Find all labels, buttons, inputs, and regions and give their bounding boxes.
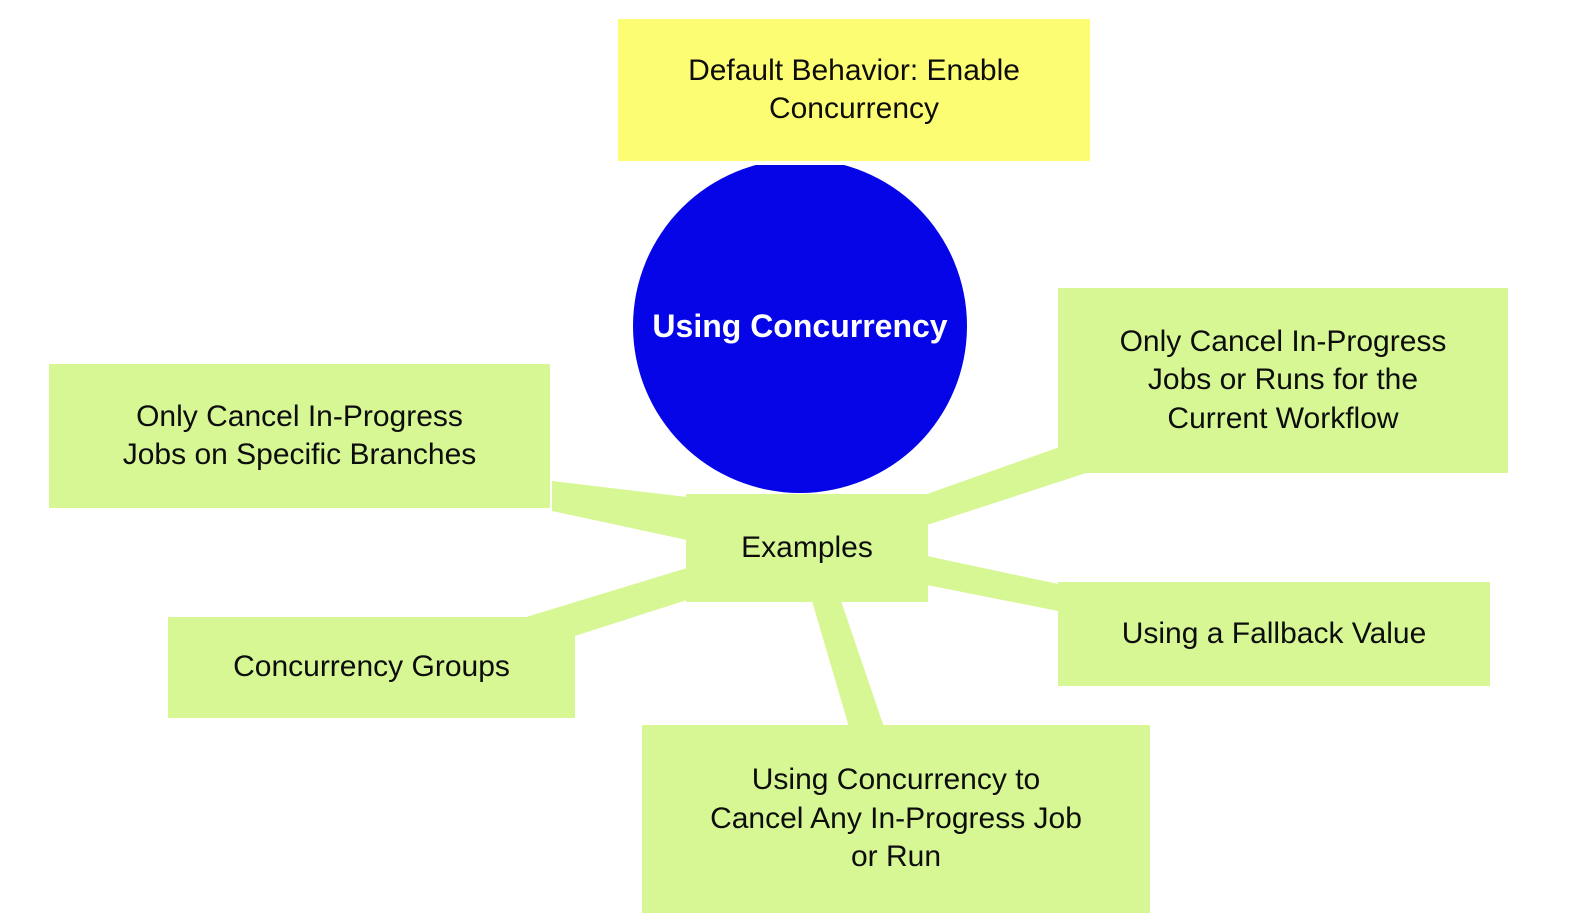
connector-examples-to-current-workflow xyxy=(927,444,1086,525)
connector-examples-to-cancel-any xyxy=(812,601,884,727)
node-concurrency-groups: Concurrency Groups xyxy=(168,617,575,718)
node-label: Using Concurrency to Cancel Any In-Progr… xyxy=(710,763,1082,874)
node-label: Using a Fallback Value xyxy=(1121,616,1427,650)
node-label: Examples xyxy=(741,530,873,564)
node-label: Only Cancel In-Progress Jobs or Runs for… xyxy=(1119,324,1447,435)
node-label: Using Concurrency xyxy=(652,307,948,344)
connector-examples-to-fallback-value xyxy=(927,556,1063,612)
node-only-cancel-current-workflow: Only Cancel In-Progress Jobs or Runs for… xyxy=(1058,288,1508,473)
node-label: Default Behavior: Enable Concurrency xyxy=(688,53,1020,125)
node-only-cancel-specific-branches: Only Cancel In-Progress Jobs on Specific… xyxy=(49,364,550,508)
node-default-behavior: Default Behavior: Enable Concurrency xyxy=(618,19,1090,165)
node-label: Only Cancel In-Progress Jobs on Specific… xyxy=(122,399,477,471)
node-cancel-any-in-progress: Using Concurrency to Cancel Any In-Progr… xyxy=(642,725,1150,913)
node-label: Concurrency Groups xyxy=(233,650,510,684)
connector-examples-to-specific-branches xyxy=(552,481,687,540)
node-examples: Examples xyxy=(686,494,928,602)
node-using-concurrency: Using Concurrency xyxy=(633,159,967,493)
node-using-fallback-value: Using a Fallback Value xyxy=(1058,582,1490,686)
